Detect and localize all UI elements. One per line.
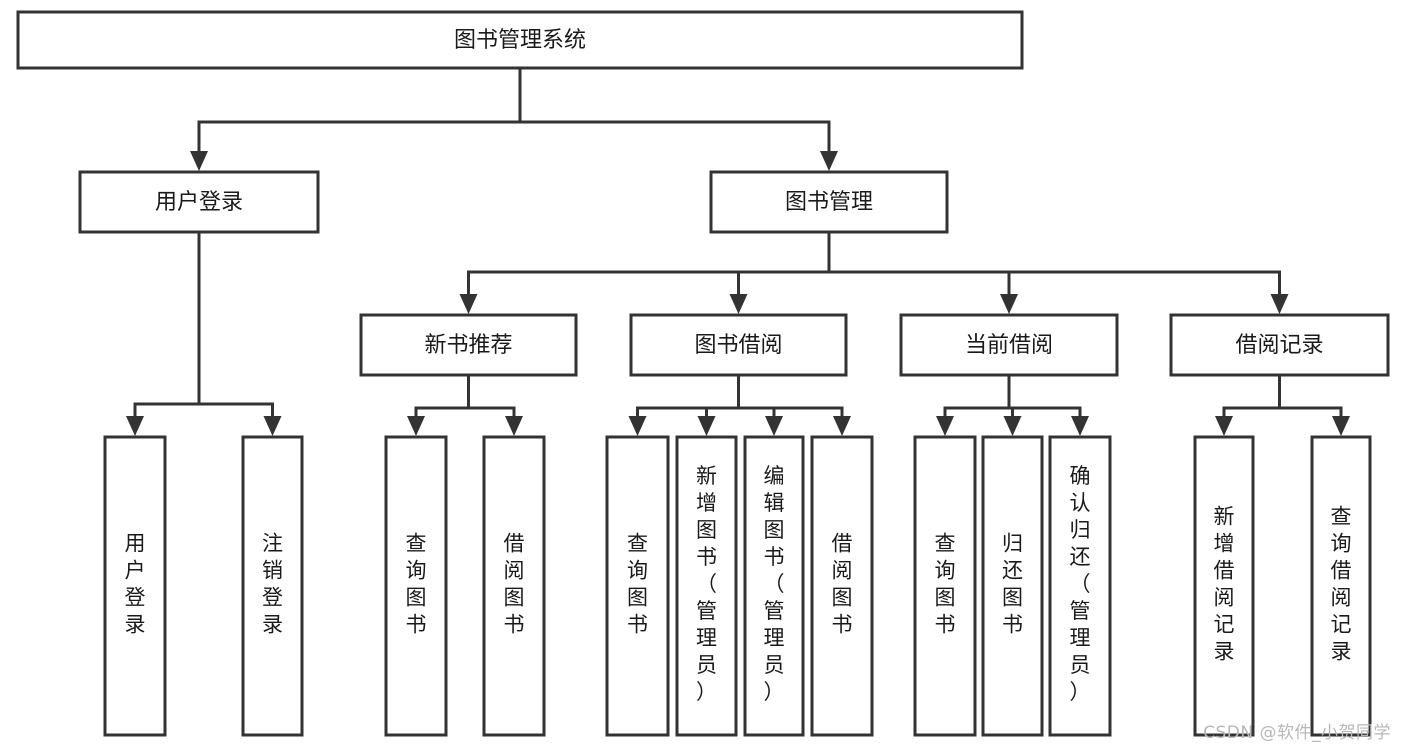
node-label-user-login: 用户登录: [155, 190, 243, 215]
node-box-borrow-records: [1169, 313, 1390, 377]
node-label-borrow-records: 借阅记录: [1235, 333, 1323, 358]
node-label-book-borrow: 图书借阅: [694, 333, 782, 358]
arrow-icon-book-borrow: [729, 294, 748, 314]
node-box-leaf-query-book-current: [913, 435, 977, 737]
nodes-layer: 图书管理系统用户登录图书管理新书推荐图书借阅当前借阅借阅记录用户登录注销登录查询…: [16, 10, 1390, 737]
node-leaf-borrow-book-recommend[interactable]: 借阅图书: [482, 435, 546, 737]
node-root[interactable]: 图书管理系统: [16, 10, 1024, 70]
node-leaf-borrow-book[interactable]: 借阅图书: [810, 435, 874, 737]
node-box-leaf-query-book-borrow: [605, 435, 670, 737]
arrow-icon-book-management: [820, 151, 838, 171]
node-current-borrow[interactable]: 当前借阅: [899, 313, 1119, 377]
node-label-new-book-recommend: 新书推荐: [424, 333, 512, 358]
node-label-leaf-query-book-recommend: 查询图书: [406, 532, 427, 637]
node-leaf-add-book[interactable]: 新增图书（管理员）: [675, 435, 738, 737]
node-borrow-records[interactable]: 借阅记录: [1169, 313, 1390, 377]
arrow-icon-leaf-query-borrow-record: [1332, 416, 1350, 436]
node-box-user-login: [78, 170, 320, 234]
node-box-current-borrow: [899, 313, 1119, 377]
arrow-icon-leaf-confirm-return: [1071, 416, 1089, 436]
arrow-icon-leaf-logout: [263, 416, 282, 436]
node-label-leaf-add-borrow-record: 新增借阅记录: [1214, 505, 1235, 664]
node-label-current-borrow: 当前借阅: [965, 333, 1053, 358]
node-leaf-query-book-borrow[interactable]: 查询图书: [605, 435, 670, 737]
arrow-icon-borrow-records: [1270, 294, 1289, 314]
node-book-borrow[interactable]: 图书借阅: [629, 313, 848, 377]
node-box-new-book-recommend: [359, 313, 578, 377]
node-box-root: [16, 10, 1024, 70]
arrow-icon-user-login: [190, 151, 208, 171]
node-label-leaf-borrow-book: 借阅图书: [832, 532, 853, 637]
node-leaf-logout[interactable]: 注销登录: [241, 435, 304, 737]
node-label-leaf-return-book: 归还图书: [1002, 532, 1023, 637]
node-label-book-management: 图书管理: [785, 190, 873, 215]
connectors-layer: [126, 66, 1350, 436]
node-box-leaf-confirm-return: [1048, 435, 1112, 737]
node-label-leaf-query-book-borrow: 查询图书: [627, 532, 648, 637]
watermark-text: CSDN @软件_小贺同学: [1203, 723, 1391, 743]
node-box-leaf-query-borrow-record: [1310, 435, 1372, 737]
node-leaf-query-borrow-record[interactable]: 查询借阅记录: [1310, 435, 1372, 737]
node-leaf-confirm-return[interactable]: 确认归还（管理员）: [1048, 435, 1112, 737]
arrow-icon-leaf-return-book: [1003, 416, 1022, 436]
arrow-icon-leaf-borrow-book-recommend: [505, 416, 523, 436]
node-box-leaf-logout: [241, 435, 304, 737]
node-label-leaf-confirm-return: 确认归还（管理员）: [1070, 464, 1091, 704]
node-label-leaf-query-book-current: 查询图书: [935, 532, 956, 637]
node-book-management[interactable]: 图书管理: [709, 170, 949, 234]
node-label-leaf-query-borrow-record: 查询借阅记录: [1331, 505, 1352, 664]
node-label-leaf-logout: 注销登录: [262, 532, 283, 637]
arrow-icon-leaf-query-book-current: [936, 416, 954, 436]
arrow-icon-leaf-edit-book: [765, 416, 783, 436]
node-box-leaf-query-book-recommend: [384, 435, 448, 737]
node-user-login[interactable]: 用户登录: [78, 170, 320, 234]
node-leaf-return-book[interactable]: 归还图书: [981, 435, 1044, 737]
node-label-leaf-edit-book: 编辑图书（管理员）: [764, 464, 785, 704]
node-box-leaf-borrow-book-recommend: [482, 435, 546, 737]
node-box-leaf-add-borrow-record: [1193, 435, 1255, 737]
node-leaf-add-borrow-record[interactable]: 新增借阅记录: [1193, 435, 1255, 737]
node-label-leaf-borrow-book-recommend: 借阅图书: [504, 532, 525, 637]
node-leaf-query-book-current[interactable]: 查询图书: [913, 435, 977, 737]
node-leaf-edit-book[interactable]: 编辑图书（管理员）: [743, 435, 805, 737]
node-box-leaf-return-book: [981, 435, 1044, 737]
node-label-leaf-add-book: 新增图书（管理员）: [696, 464, 717, 704]
arrow-icon-leaf-query-book-recommend: [407, 416, 425, 436]
node-box-leaf-user-login: [103, 435, 167, 737]
node-leaf-query-book-recommend[interactable]: 查询图书: [384, 435, 448, 737]
arrow-icon-leaf-borrow-book: [833, 416, 851, 436]
arrow-icon-leaf-user-login: [126, 416, 144, 436]
arrow-icon-current-borrow: [1000, 294, 1018, 314]
node-box-leaf-borrow-book: [810, 435, 874, 737]
node-box-leaf-add-book: [675, 435, 738, 737]
node-label-root: 图书管理系统: [454, 28, 586, 53]
node-box-leaf-edit-book: [743, 435, 805, 737]
node-box-book-management: [709, 170, 949, 234]
arrow-icon-leaf-query-book-borrow: [628, 416, 647, 436]
node-label-leaf-user-login: 用户登录: [125, 532, 146, 637]
node-box-book-borrow: [629, 313, 848, 377]
node-leaf-user-login[interactable]: 用户登录: [103, 435, 167, 737]
arrow-icon-leaf-add-book: [697, 416, 716, 436]
arrow-icon-leaf-add-borrow-record: [1215, 416, 1233, 436]
arrow-icon-new-book-recommend: [459, 294, 478, 314]
node-new-book-recommend[interactable]: 新书推荐: [359, 313, 578, 377]
